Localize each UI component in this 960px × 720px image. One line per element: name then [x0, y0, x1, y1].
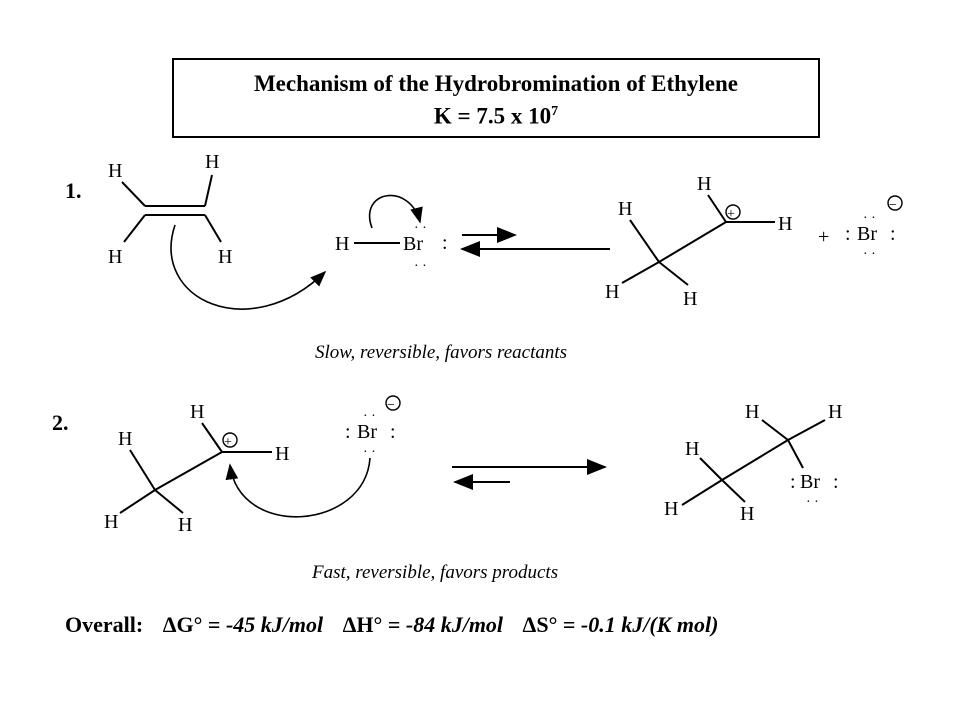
br-lone-pair-right: : — [442, 232, 448, 254]
bromide-br: Br — [857, 223, 877, 245]
product-br: Br — [800, 471, 820, 493]
curved-arrow-br-to-carbocation — [225, 457, 371, 518]
positive-charge-symbol: + — [727, 207, 735, 222]
bond-c-h — [154, 489, 184, 514]
bond-c-h — [621, 261, 660, 284]
bromide2-lone-pair-right: : — [390, 421, 396, 443]
bond-c-h — [629, 219, 660, 263]
bond-c-h — [204, 214, 222, 243]
bond-c-h — [681, 479, 723, 506]
ethylene-molecule: H H H H — [108, 151, 232, 268]
step-1-caption: Slow, reversible, favors reactants — [315, 342, 568, 363]
bond-c-h — [119, 489, 156, 514]
delta-s-symbol: ΔS° = — [522, 612, 576, 637]
br-lone-pair-top: · · — [414, 221, 427, 236]
bond-c-h — [721, 479, 746, 503]
product-br-lone-pair-bottom: · · — [806, 495, 819, 510]
hbr-br: Br — [403, 233, 423, 255]
ethylene-h-top-right: H — [205, 151, 219, 173]
negative-charge-circle — [887, 195, 903, 211]
cation2-h-left: H — [118, 428, 132, 450]
overall-thermodynamics: Overall: ΔG° = -45 kJ/mol ΔH° = -84 kJ/m… — [65, 612, 718, 638]
bromide2-br: Br — [357, 421, 377, 443]
cation2-h-bottom: H — [178, 514, 192, 536]
ethyl-carbocation-2: H H H H H + — [104, 401, 289, 536]
bromide2-lone-pair-top: · · — [363, 409, 376, 424]
negative-charge-symbol-2: − — [387, 398, 395, 413]
bond-c-h — [123, 214, 146, 243]
bromide2-lone-pair-left: : — [345, 421, 351, 443]
overall-label: Overall: — [65, 612, 144, 637]
product-h-left: H — [685, 438, 699, 460]
step-1-number: 1. — [65, 178, 82, 203]
ethylene-h-top-left: H — [108, 160, 122, 182]
ethylene-h-bottom-left: H — [108, 246, 122, 268]
cation-h-bottom-left: H — [605, 281, 619, 303]
plus-sign-step-1: + — [818, 226, 829, 248]
ethylene-h-bottom-right: H — [218, 246, 232, 268]
step-2-caption: Fast, reversible, favors products — [312, 562, 559, 583]
cation-h-right: H — [778, 213, 792, 235]
cation2-h-right: H — [275, 443, 289, 465]
bromide-lone-pair-top: · · — [863, 211, 876, 226]
bond-c-h — [761, 419, 789, 441]
negative-charge-circle-2 — [385, 395, 401, 411]
cation2-h-top: H — [190, 401, 204, 423]
bromide-ion-1: : Br : · · · · − — [845, 195, 903, 262]
equilibrium-constant: K = 7.5 x 107 — [174, 98, 818, 131]
bond-c-h — [707, 194, 727, 223]
bromide2-lone-pair-bottom: · · — [363, 445, 376, 460]
bond-c-c — [721, 439, 789, 481]
k-exponent: 7 — [551, 104, 559, 119]
bromide-lone-pair-left: : — [845, 223, 851, 245]
positive-charge-circle — [725, 204, 741, 220]
step-2-number: 2. — [52, 410, 69, 435]
br-lone-pair-bottom: · · — [414, 259, 427, 274]
negative-charge-symbol: − — [889, 198, 897, 213]
positive-charge-circle-2 — [222, 432, 238, 448]
bond-c-h — [699, 457, 723, 481]
bond-c-br — [787, 439, 804, 469]
bond-c-h — [121, 181, 146, 207]
product-h-bottom: H — [740, 503, 754, 525]
product-br-lone-pair-left: : — [790, 471, 796, 493]
bond-c-h — [201, 422, 223, 453]
bromide-lone-pair-right: : — [890, 223, 896, 245]
product-h-top-left: H — [745, 401, 759, 423]
curved-arrow-bond-to-br — [369, 194, 423, 229]
positive-charge-symbol-2: + — [224, 435, 232, 450]
ethyl-carbocation-1: H H H H H + — [605, 173, 792, 310]
cation2-h-bottom-left: H — [104, 511, 118, 533]
hydrogen-bromide: H Br : · · · · — [335, 221, 448, 274]
cation-h-bottom: H — [683, 288, 697, 310]
cation-h-top: H — [697, 173, 711, 195]
delta-g-symbol: ΔG° = — [162, 612, 221, 637]
product-h-bottom-left: H — [664, 498, 678, 520]
bond-c-h — [129, 449, 156, 491]
hbr-h: H — [335, 233, 349, 255]
cation-h-left: H — [618, 198, 632, 220]
bromide-lone-pair-bottom: · · — [863, 247, 876, 262]
title-box: Mechanism of the Hydrobromination of Eth… — [172, 58, 820, 138]
delta-g-value: -45 kJ/mol — [225, 612, 324, 637]
title: Mechanism of the Hydrobromination of Eth… — [253, 71, 739, 96]
bromide-ion-2: : Br : · · · · − — [345, 395, 401, 460]
bond-c-h — [658, 261, 689, 286]
delta-h-symbol: ΔH° = — [342, 612, 401, 637]
bromoethane-molecule: H H H H H : Br : · · — [664, 401, 842, 525]
bond-c-c — [658, 221, 727, 263]
bond-c-h — [787, 419, 826, 441]
delta-s-value: -0.1 kJ/(K mol) — [580, 612, 719, 637]
product-h-top-right: H — [828, 401, 842, 423]
product-br-lone-pair-right: : — [833, 471, 839, 493]
bond-c-c — [154, 451, 223, 491]
delta-h-value: -84 kJ/mol — [405, 612, 504, 637]
k-prefix: K = 7.5 x 10 — [433, 103, 552, 129]
bond-c-h — [204, 174, 213, 207]
curved-arrow-pi-to-h — [170, 224, 327, 310]
